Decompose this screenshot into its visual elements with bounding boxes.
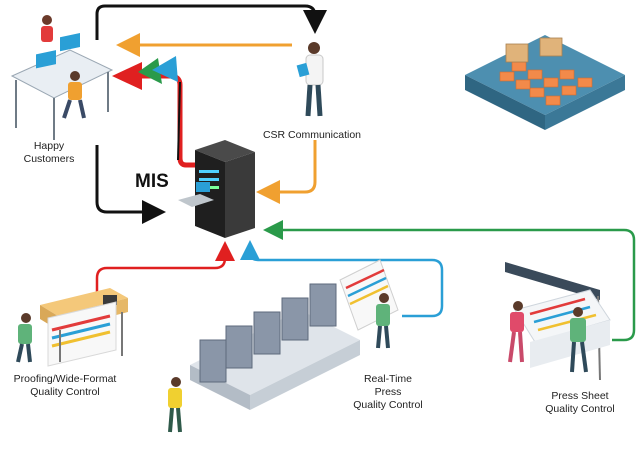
office-workers-icon xyxy=(10,15,114,140)
csr-line-1: CSR Communication xyxy=(262,129,362,141)
warehouse-icon xyxy=(465,35,625,130)
happy-customers-line-2: Customers xyxy=(23,153,75,165)
press-sheet-table-icon xyxy=(505,262,611,381)
realtime-line-3: Quality Control xyxy=(353,399,423,411)
csr-person-icon xyxy=(296,42,324,117)
realtime-line-1: Real-Time xyxy=(363,373,413,385)
realtime-line-2: Press xyxy=(374,386,402,398)
proofing-line-1: Proofing/Wide-Format xyxy=(13,373,117,385)
proofing-line-2: Quality Control xyxy=(30,386,100,398)
offset-press-icon xyxy=(168,259,399,433)
arrow-customers-to-csr xyxy=(95,4,327,40)
server-rack-icon xyxy=(178,140,255,238)
press-sheet-label: Press Sheet Quality Control xyxy=(530,390,630,416)
arrow-proofing-to-mis xyxy=(95,241,235,295)
press-sheet-line-2: Quality Control xyxy=(545,403,615,415)
happy-customers-label: Happy Customers xyxy=(14,140,84,166)
multi-color-arrowhead xyxy=(112,62,142,90)
wide-format-printer-icon xyxy=(16,288,128,367)
csr-label: CSR Communication xyxy=(262,129,362,142)
arrow-csr-to-mis xyxy=(256,140,317,204)
realtime-label: Real-Time Press Quality Control xyxy=(338,373,438,412)
arrow-realtime-to-mis xyxy=(240,240,444,318)
arrow-mis-to-customers-red xyxy=(122,73,200,168)
mis-label: MIS xyxy=(135,171,169,192)
arrow-customers-to-mis xyxy=(95,145,166,224)
arrow-presssheet-to-mis xyxy=(263,220,636,342)
press-sheet-line-1: Press Sheet xyxy=(551,390,609,402)
happy-customers-line-1: Happy xyxy=(33,140,65,152)
proofing-label: Proofing/Wide-Format Quality Control xyxy=(0,373,130,399)
